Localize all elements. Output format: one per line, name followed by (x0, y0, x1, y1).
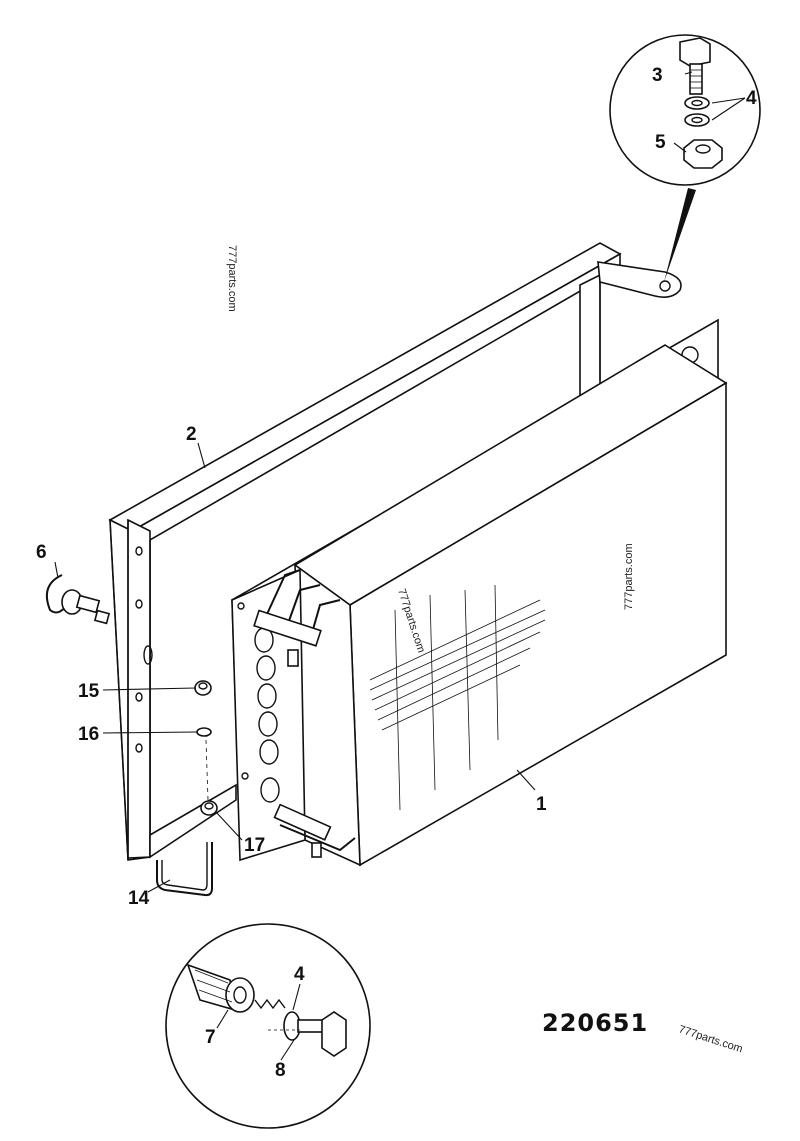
callout-1: 1 (536, 794, 547, 815)
callout-labels: 1 2 3 4 5 6 4 7 8 14 15 16 17 (36, 65, 757, 1081)
watermark-2: 777parts.com (623, 543, 635, 610)
callout-4-top: 4 (746, 88, 757, 109)
fin-hatching (369, 584, 546, 811)
detail-circle-bottom (165, 923, 371, 1129)
callout-2: 2 (186, 424, 197, 445)
watermark-4: 777parts.com (677, 1023, 744, 1055)
callout-16: 16 (78, 724, 99, 745)
watermark-1: 777parts.com (226, 245, 238, 312)
heater-core-unit (231, 318, 728, 867)
callout-5: 5 (655, 132, 666, 153)
leader-lines (54, 71, 746, 1061)
drawing-number: 220651 (542, 1009, 648, 1037)
lock-pin-part-6 (46, 574, 111, 625)
callout-14: 14 (128, 888, 150, 909)
callout-7: 7 (205, 1027, 216, 1048)
callout-17: 17 (244, 835, 265, 856)
callout-8: 8 (275, 1060, 286, 1081)
callout-3: 3 (652, 65, 663, 86)
fasteners-lower-left (156, 680, 218, 897)
callout-6: 6 (36, 542, 47, 563)
callout-4-bottom: 4 (294, 964, 305, 985)
callout-15: 15 (78, 681, 100, 702)
detail-circle-top (609, 34, 761, 282)
